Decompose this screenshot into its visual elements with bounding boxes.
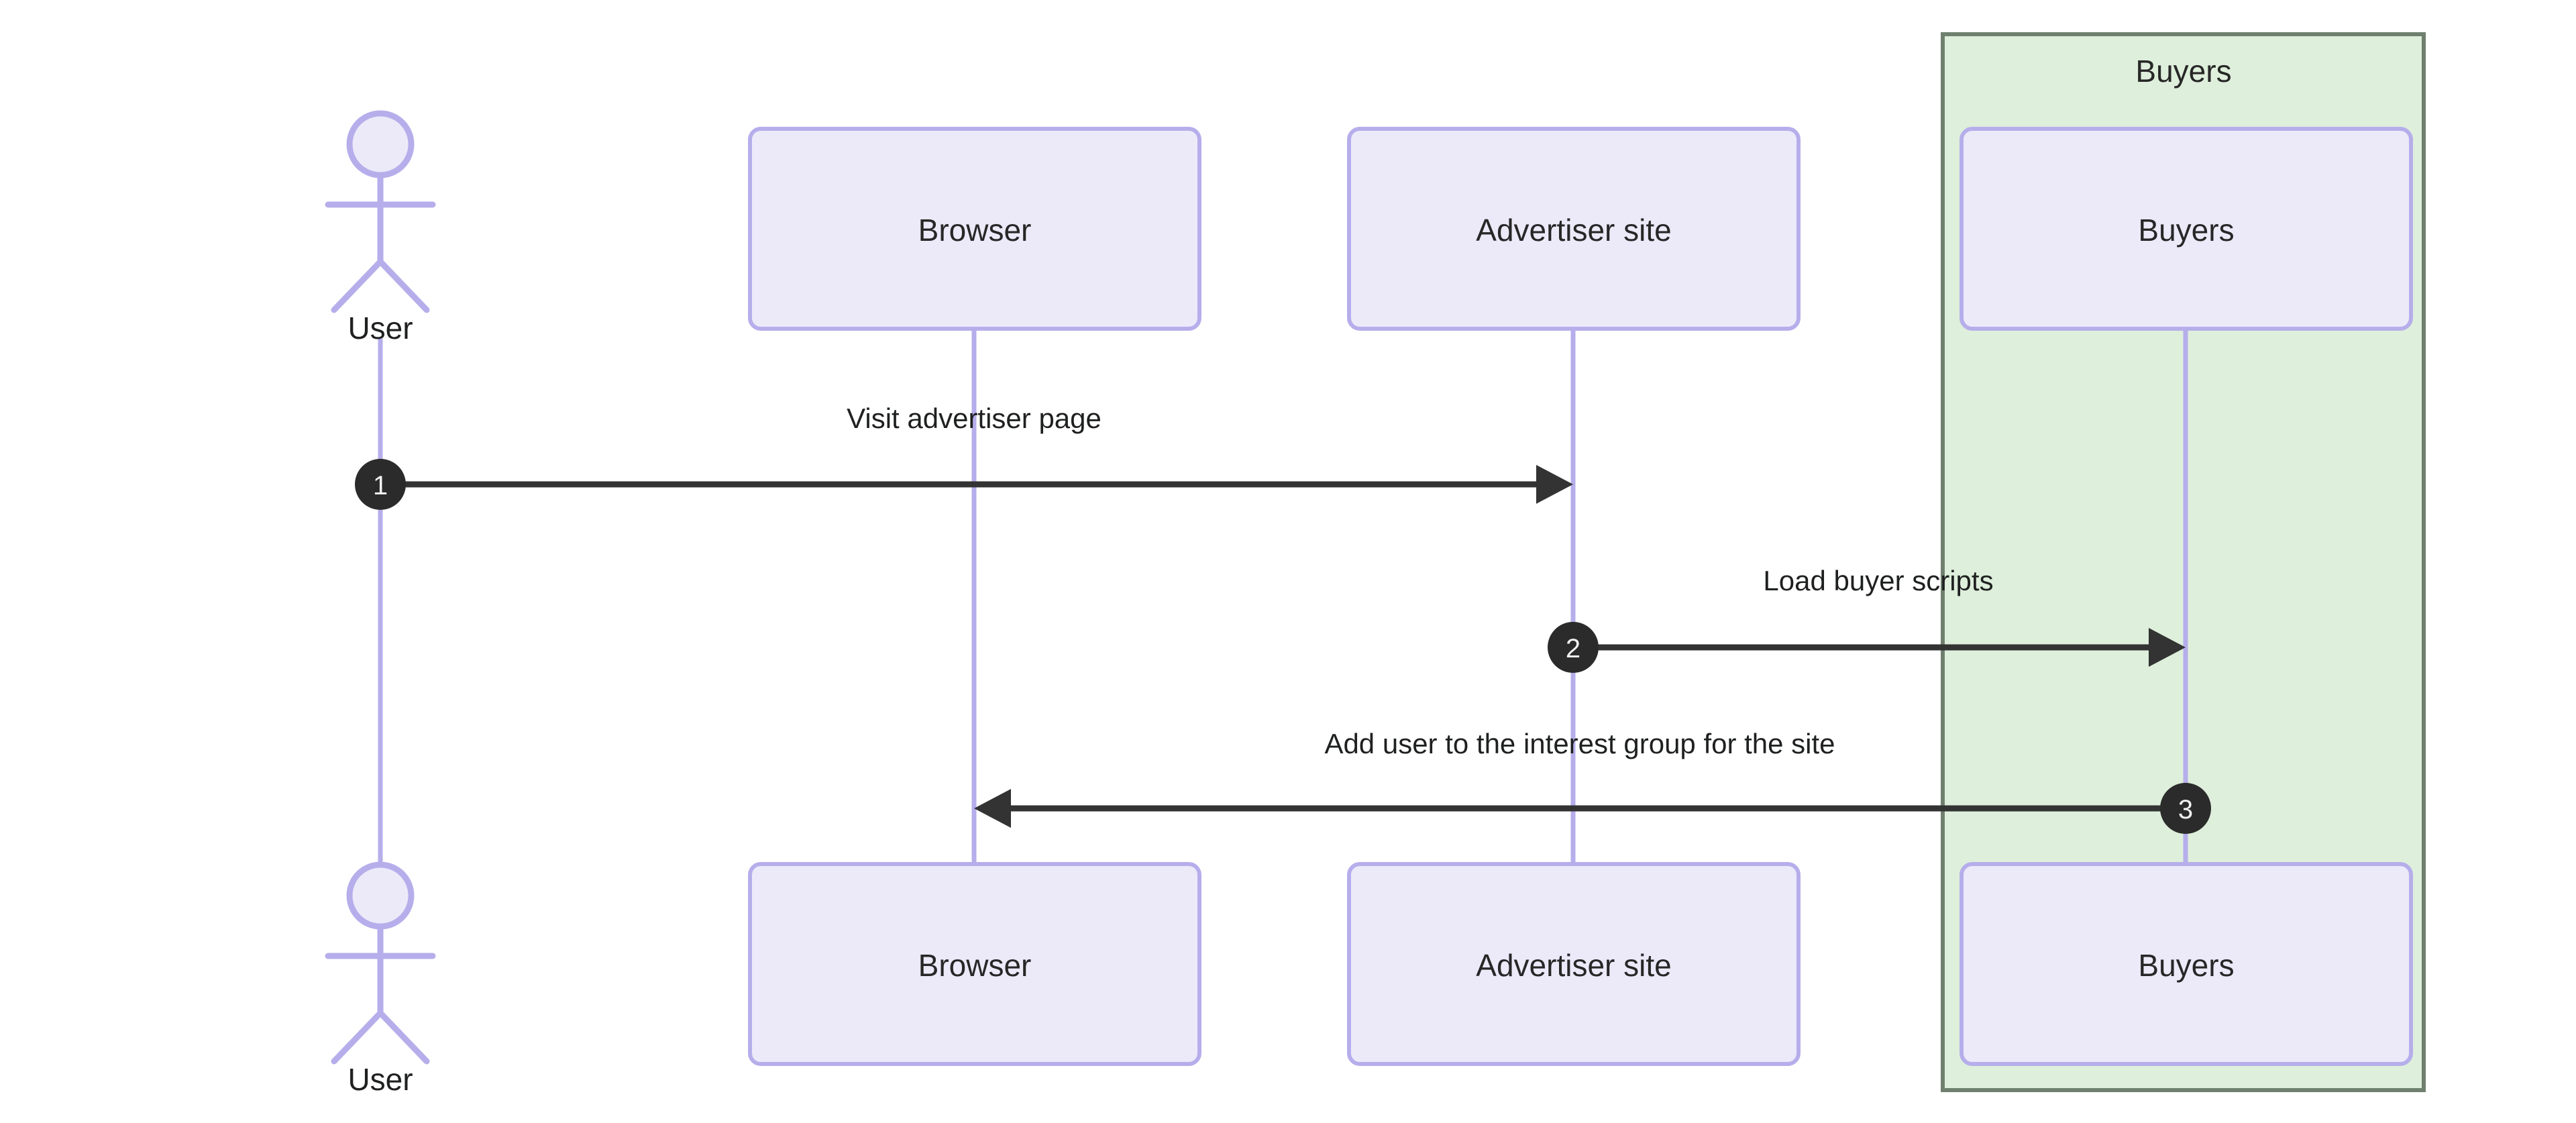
message-1-number-badge (355, 459, 406, 510)
actor-user-head-top (346, 110, 415, 178)
participant-buyers-label-top: Buyers (2138, 213, 2234, 248)
participant-advertiser-top[interactable]: Advertiser site (1347, 127, 1801, 331)
participant-browser-box-top[interactable] (748, 127, 1201, 331)
participant-advertiser-label-top: Advertiser site (1476, 213, 1671, 248)
message-1[interactable]: Visit advertiser page 1 (355, 403, 1573, 510)
message-2-number-badge (1548, 622, 1599, 673)
message-2-number: 2 (1566, 634, 1580, 663)
actor-user-head-bottom (346, 861, 415, 930)
actor-user-legs-top (331, 258, 430, 313)
message-2-arrowhead (2149, 628, 2186, 667)
message-1-label: Visit advertiser page (847, 403, 1102, 434)
message-1-arrowhead (1536, 465, 1573, 504)
participant-buyers-top[interactable]: Buyers (1960, 127, 2413, 331)
participant-buyers-box-bottom[interactable] (1960, 862, 2413, 1066)
actor-user-top[interactable]: User (325, 110, 436, 345)
message-2-label: Load buyer scripts (1763, 565, 1993, 596)
message-3-label: Add user to the interest group for the s… (1324, 728, 1835, 759)
message-3-arrowhead (974, 789, 1011, 828)
message-3[interactable]: Add user to the interest group for the s… (974, 728, 2211, 834)
message-3-number: 3 (2178, 795, 2193, 824)
participant-advertiser-bottom[interactable]: Advertiser site (1347, 862, 1801, 1066)
participant-browser-label-bottom: Browser (918, 948, 1032, 983)
participant-browser-top[interactable]: Browser (748, 127, 1201, 331)
actor-user-label-bottom: User (347, 1062, 413, 1097)
group-buyers-label: Buyers (2135, 54, 2231, 89)
participant-advertiser-box-top[interactable] (1347, 127, 1801, 331)
participant-browser-box-bottom[interactable] (748, 862, 1201, 1066)
participant-browser-label-top: Browser (918, 213, 1032, 248)
message-1-number: 1 (373, 471, 388, 500)
message-3-number-badge (2160, 783, 2211, 834)
participant-buyers-box-top[interactable] (1960, 127, 2413, 331)
actor-user-bottom[interactable]: User (325, 861, 436, 1097)
participant-advertiser-box-bottom[interactable] (1347, 862, 1801, 1066)
participant-buyers-label-bottom: Buyers (2138, 948, 2234, 983)
actor-user-legs-bottom (331, 1010, 430, 1065)
participant-browser-bottom[interactable]: Browser (748, 862, 1201, 1066)
participant-advertiser-label-bottom: Advertiser site (1476, 948, 1671, 983)
message-2[interactable]: Load buyer scripts 2 (1548, 565, 2186, 673)
actor-user-label-top: User (347, 311, 413, 345)
participant-buyers-bottom[interactable]: Buyers (1960, 862, 2413, 1066)
